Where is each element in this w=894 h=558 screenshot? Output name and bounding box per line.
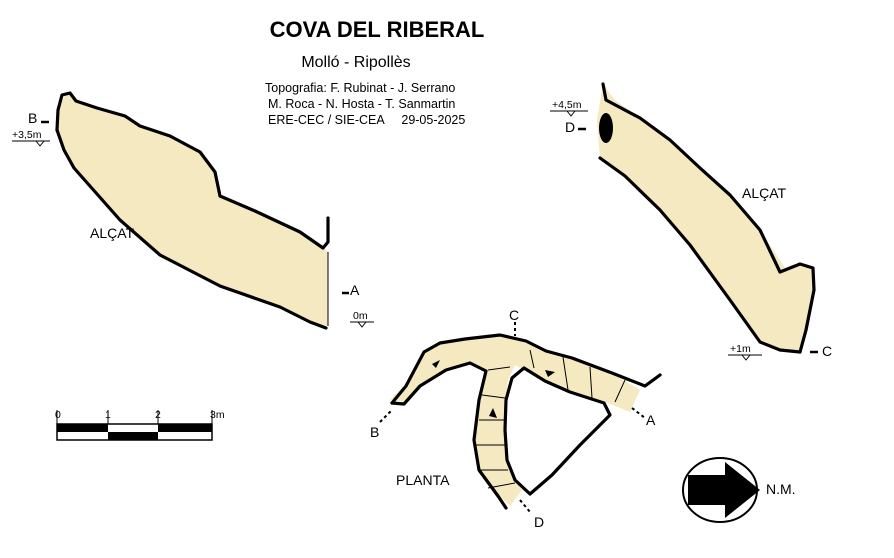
elevation-right-floor: [598, 156, 802, 354]
scale-tick-0: 0: [55, 409, 61, 421]
north-label: N.M.: [766, 481, 796, 497]
point-d-height: +4,5m: [552, 99, 582, 111]
point-d-label: D: [565, 119, 575, 135]
scale-segment-2-bottom: [108, 432, 158, 440]
plan-wall-inner: [503, 366, 612, 496]
north-arrow-icon: [688, 462, 760, 518]
elevation-right-label: ALÇAT: [742, 185, 787, 201]
point-c-height: +1m: [730, 343, 751, 355]
point-a-label: A: [350, 282, 360, 298]
point-c-height-marker: [728, 354, 762, 361]
plan-wall-left: [390, 361, 508, 510]
plan-arrow-1: [432, 360, 440, 368]
plan-passage-fill: [390, 335, 640, 506]
point-c-label: C: [822, 343, 832, 359]
elevation-left-floor: [55, 128, 328, 330]
point-a-dash: [631, 407, 646, 419]
scale-bar: 0 1 2 3m: [55, 409, 225, 441]
credit-line-1: Topografia: F. Rubinat - J. Serrano: [265, 81, 455, 95]
elevation-left-label: ALÇAT: [90, 225, 135, 241]
point-a-height: 0m: [353, 310, 368, 322]
credit-line-3: ERE-CEC / SIE-CEA 29-05-2025: [268, 113, 465, 127]
plan-point-b-label: B: [370, 424, 379, 440]
elevation-left-fill: [58, 93, 328, 326]
point-d-height-marker: [550, 110, 588, 117]
plan-wall-outer: [390, 333, 662, 405]
credit-line-2: M. Roca - N. Hosta - T. Sanmartin: [268, 97, 455, 111]
plan-point-a-label: A: [646, 412, 656, 428]
point-b-label: B: [28, 110, 37, 126]
scale-segment-3-top: [158, 424, 212, 432]
plan-view: B C A D PLANTA: [370, 307, 662, 530]
scale-segment-1-top: [57, 424, 108, 432]
scale-tick-3: 3m: [210, 409, 225, 421]
point-b-height-marker: [12, 140, 50, 147]
point-b-dash: [379, 409, 393, 423]
point-d-shaft: [599, 113, 613, 143]
scale-ticks: [56, 410, 213, 424]
plan-cross-sections: [476, 349, 626, 489]
point-a-height-marker: [350, 321, 374, 328]
point-b-height: +3,5m: [12, 129, 42, 141]
survey-title: COVA DEL RIBERAL: [270, 17, 485, 42]
plan-arrow-3: [489, 408, 497, 418]
plan-label: PLANTA: [396, 472, 450, 488]
elevation-profile-right: D +4,5m ALÇAT C +1m: [550, 82, 832, 361]
plan-arrow-2: [545, 370, 555, 377]
elevation-right-fill: [597, 84, 814, 352]
survey-location: Molló - Ripollès: [301, 54, 410, 71]
plan-point-c-label: C: [509, 307, 519, 323]
north-arrow: N.M.: [682, 457, 796, 523]
elevation-right-roof: [601, 82, 816, 354]
plan-point-d-label: D: [534, 514, 544, 530]
elevation-left-roof: [55, 91, 330, 250]
elevation-profile-left: ALÇAT B +3,5m A 0m: [12, 91, 374, 330]
point-d-dash: [519, 499, 531, 513]
